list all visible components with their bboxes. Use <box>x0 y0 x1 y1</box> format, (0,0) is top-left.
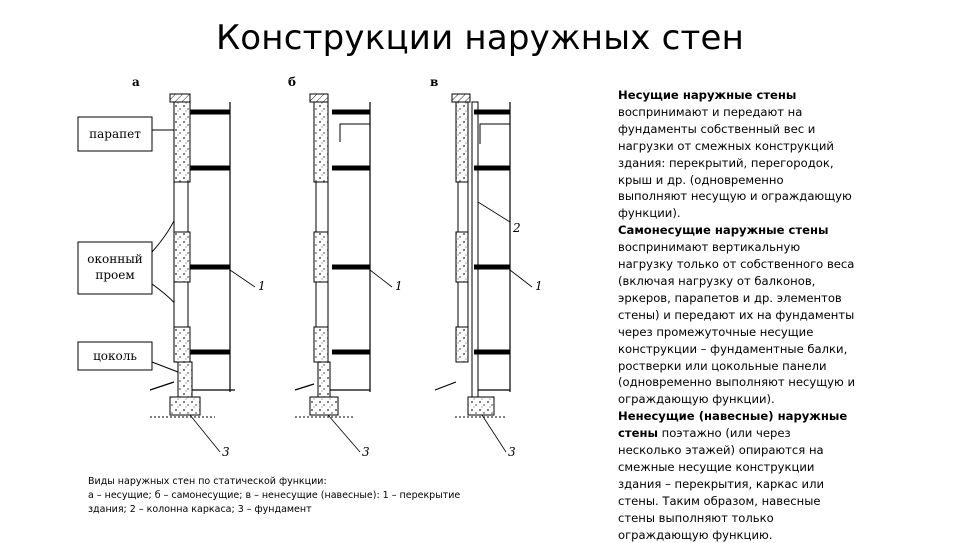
plinth-callout: цоколь <box>77 341 179 373</box>
figure-c-number-3: 3 <box>508 445 516 459</box>
window-label-line1: оконный <box>87 252 143 266</box>
figure-a-bearing-wall: а 1 3 <box>132 75 266 459</box>
figure-a-letter: а <box>132 75 140 89</box>
curtain-walls-term: Ненесущие (навесные) наружные стены <box>618 409 848 441</box>
self-supporting-walls-definition: воспринимают вертикальную нагрузку тольк… <box>618 240 855 407</box>
parapet-label: парапет <box>89 127 141 141</box>
figure-b-self-supporting-wall: б 1 3 <box>288 75 403 459</box>
curtain-walls-paragraph: Ненесущие (навесные) наружные стены поэт… <box>618 408 856 543</box>
parapet-callout: парапет <box>77 116 174 152</box>
figure-b-letter: б <box>288 75 296 89</box>
bearing-walls-definition: воспринимают и передают на фундаменты со… <box>618 104 852 221</box>
figure-b-number-3: 3 <box>362 445 370 459</box>
figure-a-number-1: 1 <box>258 279 266 293</box>
caption-line2: а – несущие; б – самонесущие; в – ненесу… <box>88 490 461 501</box>
self-supporting-walls-term: Самонесущие наружные стены <box>618 223 829 238</box>
diagram-caption: Виды наружных стен по статической функци… <box>88 475 508 517</box>
caption-line1: Виды наружных стен по статической функци… <box>88 476 327 487</box>
curtain-walls-definition: поэтажно (или через несколько этажей) оп… <box>618 426 825 542</box>
figure-b-number-1: 1 <box>395 279 403 293</box>
page-title: Конструкции наружных стен <box>215 18 745 58</box>
window-opening-callout: оконный проем <box>77 211 179 308</box>
self-supporting-walls-paragraph: Самонесущие наружные стены воспринимают … <box>618 222 856 408</box>
wall-types-diagram: парапет оконный проем цоколь а 1 3 <box>70 72 590 472</box>
figure-c-number-2: 2 <box>512 221 521 235</box>
plinth-label: цоколь <box>93 349 137 363</box>
bearing-walls-paragraph: Несущие наружные стены воспринимают и пе… <box>618 87 856 222</box>
figure-a-number-3: 3 <box>222 445 230 459</box>
bearing-walls-term: Несущие наружные стены <box>618 88 797 102</box>
figure-c-letter: в <box>430 75 438 89</box>
figure-c-curtain-wall: в 2 1 3 <box>430 75 543 459</box>
caption-line3: здания; 2 – колонна каркаса; 3 – фундаме… <box>88 504 312 515</box>
window-label-line2: проем <box>95 268 134 282</box>
figure-c-number-1: 1 <box>535 279 543 293</box>
wall-types-description: Несущие наружные стены воспринимают и пе… <box>618 87 856 543</box>
